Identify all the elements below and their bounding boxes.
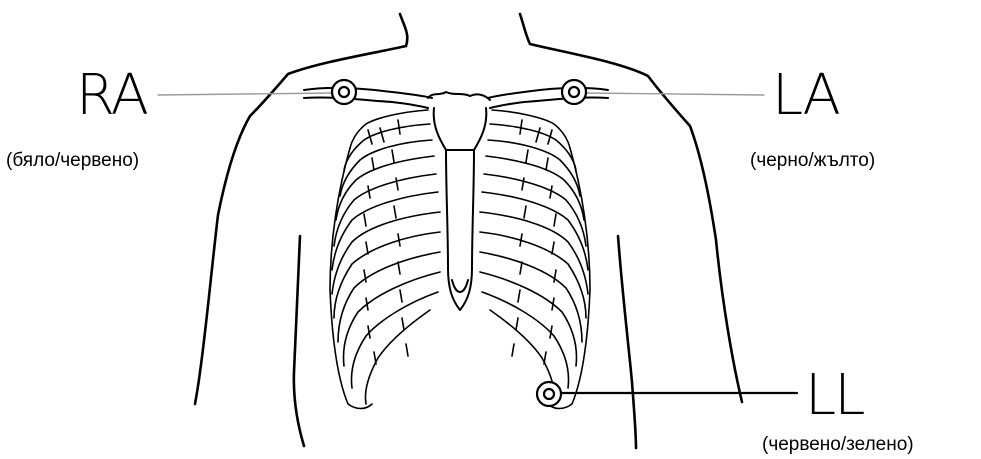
- clavicles-and-sternum: [304, 88, 608, 310]
- ll-color-note: (червено/зелено): [762, 434, 914, 456]
- electrode-snap-icon: [332, 80, 356, 104]
- right-ribcage: [330, 110, 440, 409]
- ll-electrode-code: LL: [805, 368, 863, 424]
- ra-leader-line: [158, 93, 332, 95]
- ra-electrode-code: RA: [76, 68, 147, 124]
- ra-color-note: (бяло/червено): [6, 150, 139, 172]
- torso-outline: [195, 14, 742, 448]
- left-ribcage: [480, 110, 590, 409]
- electrode-snap-icon: [562, 80, 586, 104]
- la-leader-line: [586, 93, 764, 95]
- electrode-snap-icon: [537, 382, 561, 406]
- la-electrode-code: LA: [772, 68, 839, 124]
- la-color-note: (черно/жълто): [750, 150, 875, 172]
